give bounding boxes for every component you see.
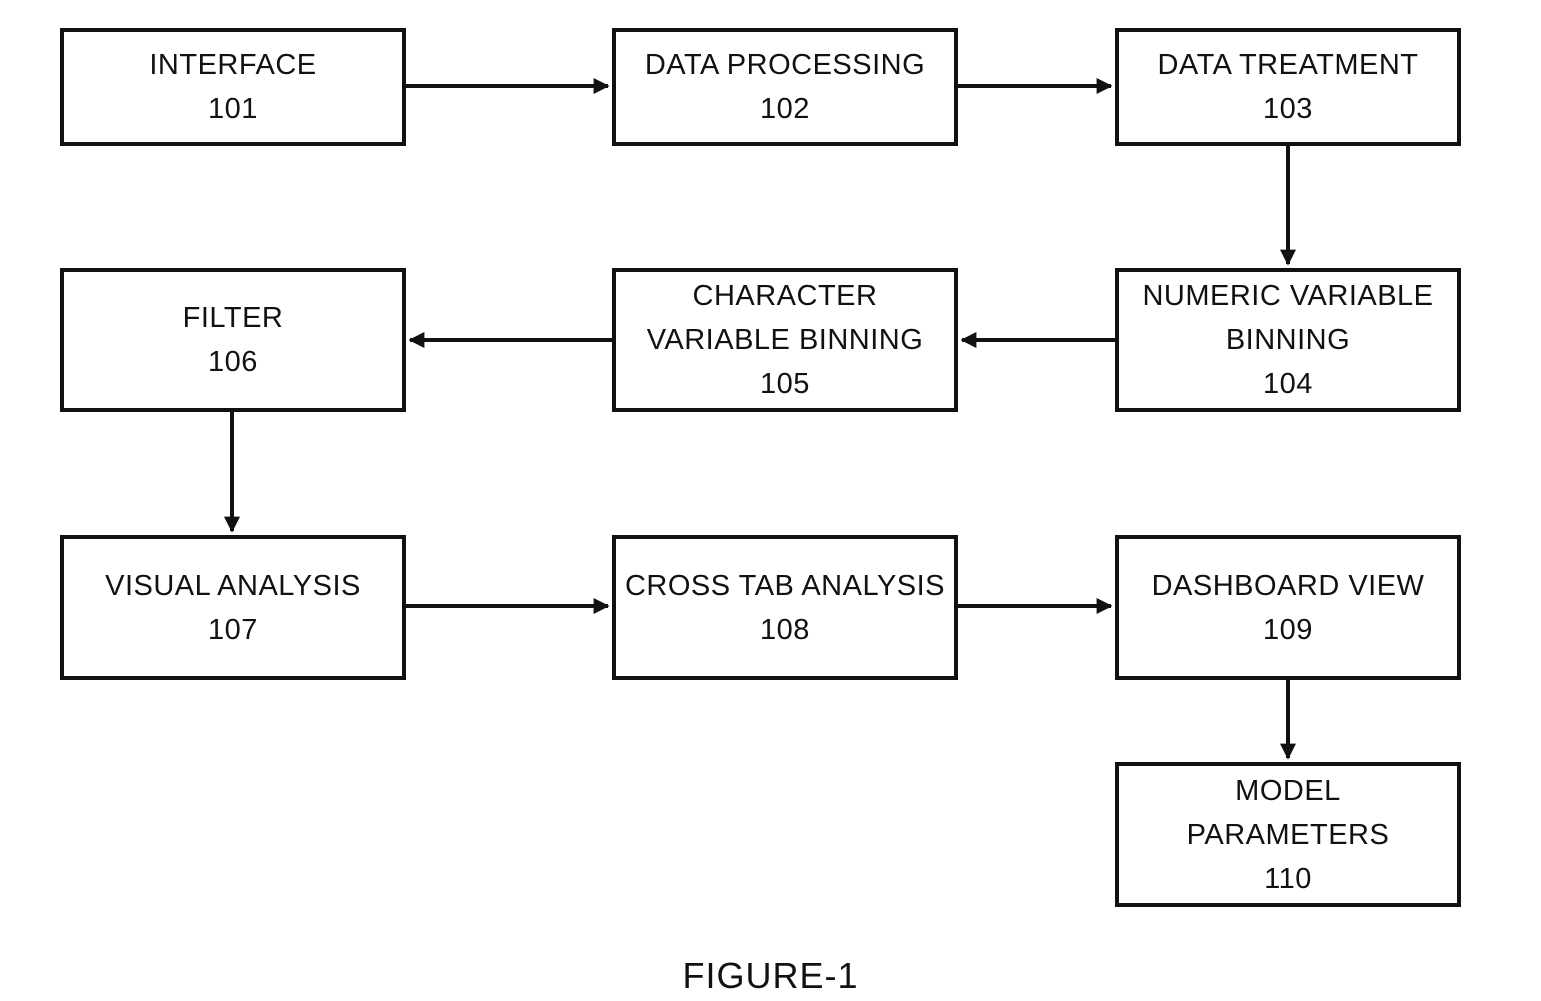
box-ref-number: 106 bbox=[208, 340, 258, 384]
box-ref-number: 104 bbox=[1263, 362, 1313, 406]
data-processing-box: DATA PROCESSING 102 bbox=[612, 28, 958, 146]
box-label: INTERFACE bbox=[149, 43, 316, 87]
box-label: FILTER bbox=[183, 296, 284, 340]
box-ref-number: 108 bbox=[760, 608, 810, 652]
box-ref-number: 102 bbox=[760, 87, 810, 131]
filter-box: FILTER 106 bbox=[60, 268, 406, 412]
dashboard-view-box: DASHBOARD VIEW 109 bbox=[1115, 535, 1461, 680]
interface-box: INTERFACE 101 bbox=[60, 28, 406, 146]
data-treatment-box: DATA TREATMENT 103 bbox=[1115, 28, 1461, 146]
box-label: VISUAL ANALYSIS bbox=[105, 564, 361, 608]
box-ref-number: 107 bbox=[208, 608, 258, 652]
cross-tab-analysis-box: CROSS TAB ANALYSIS 108 bbox=[612, 535, 958, 680]
visual-analysis-box: VISUAL ANALYSIS 107 bbox=[60, 535, 406, 680]
box-label-line-2: PARAMETERS bbox=[1187, 813, 1390, 857]
model-parameters-box: MODEL PARAMETERS 110 bbox=[1115, 762, 1461, 907]
box-label: CROSS TAB ANALYSIS bbox=[625, 564, 945, 608]
box-ref-number: 101 bbox=[208, 87, 258, 131]
figure-caption: FIGURE-1 bbox=[0, 955, 1541, 997]
box-ref-number: 105 bbox=[760, 362, 810, 406]
character-variable-binning-box: CHARACTER VARIABLE BINNING 105 bbox=[612, 268, 958, 412]
box-label-line-1: NUMERIC VARIABLE bbox=[1142, 274, 1433, 318]
box-label: DATA TREATMENT bbox=[1157, 43, 1418, 87]
box-ref-number: 109 bbox=[1263, 608, 1313, 652]
box-ref-number: 110 bbox=[1264, 857, 1312, 901]
box-label: DATA PROCESSING bbox=[645, 43, 925, 87]
box-ref-number: 103 bbox=[1263, 87, 1313, 131]
numeric-variable-binning-box: NUMERIC VARIABLE BINNING 104 bbox=[1115, 268, 1461, 412]
box-label-line-1: CHARACTER bbox=[693, 274, 878, 318]
box-label-line-1: MODEL bbox=[1235, 769, 1341, 813]
box-label-line-2: BINNING bbox=[1226, 318, 1350, 362]
box-label: DASHBOARD VIEW bbox=[1152, 564, 1425, 608]
box-label-line-2: VARIABLE BINNING bbox=[647, 318, 924, 362]
